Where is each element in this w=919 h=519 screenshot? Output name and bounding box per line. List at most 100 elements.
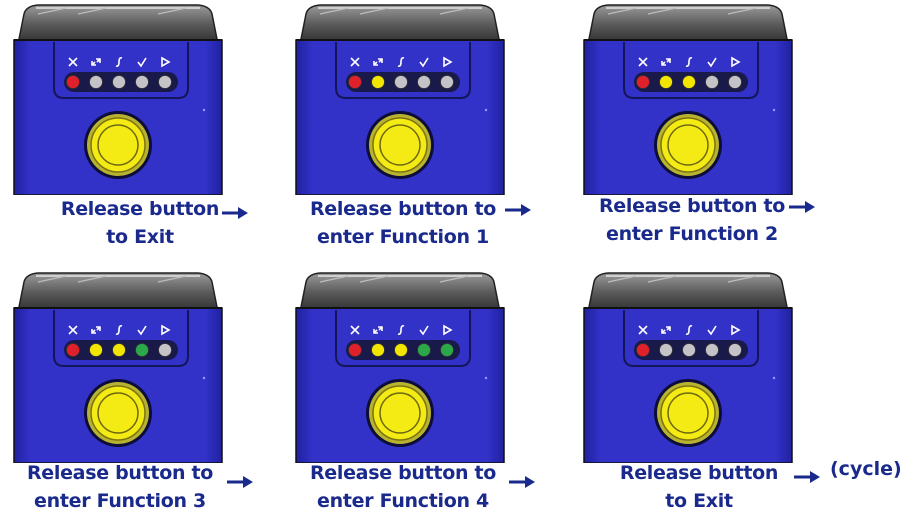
double-arrow-icon: [661, 58, 671, 66]
arrow-icon: [222, 207, 248, 219]
arrow-icon: [794, 471, 820, 483]
play-triangle-icon: [443, 56, 453, 68]
led-indicator-off: [158, 75, 172, 89]
check-icon: [419, 325, 429, 336]
device-illustration: [583, 4, 793, 195]
push-button: [654, 379, 722, 447]
led-indicator-yellow: [682, 75, 696, 89]
play-triangle-icon: [161, 324, 171, 336]
led-indicator-off: [728, 343, 742, 357]
led-indicator-red: [348, 343, 362, 357]
integral-icon: [397, 325, 405, 335]
led-indicator-yellow: [89, 343, 103, 357]
device-panel-6: [578, 268, 798, 463]
led-indicator-green: [135, 343, 149, 357]
led-indicator-off: [705, 343, 719, 357]
led-indicator-green: [417, 343, 431, 357]
device-illustration: [295, 4, 505, 195]
integral-icon: [115, 57, 123, 67]
led-indicator-red: [636, 343, 650, 357]
step-caption-3: Release button to enter Function 2: [597, 192, 787, 248]
x-icon: [638, 325, 648, 335]
play-triangle-icon: [161, 56, 171, 68]
double-arrow-icon: [373, 326, 383, 334]
led-indicator-off: [682, 343, 696, 357]
cycle-label: (cycle): [830, 458, 902, 480]
x-icon: [68, 57, 78, 67]
double-arrow-icon: [91, 326, 101, 334]
caption-line: enter Function 1: [317, 226, 489, 248]
device-illustration: [13, 4, 223, 195]
double-arrow-icon: [661, 326, 671, 334]
led-indicator-red: [66, 343, 80, 357]
step-caption-4: Release button to enter Function 3: [25, 459, 215, 515]
caption-line: enter Function 3: [34, 490, 206, 512]
caption-line: Release button to: [598, 195, 786, 217]
led-indicator-red: [66, 75, 80, 89]
check-icon: [137, 57, 147, 68]
device-panel-5: [290, 268, 510, 463]
double-arrow-icon: [91, 58, 101, 66]
push-button: [366, 379, 434, 447]
led-indicator-off: [89, 75, 103, 89]
led-indicator-yellow: [659, 75, 673, 89]
push-button: [366, 111, 434, 179]
arrow-icon: [227, 476, 253, 488]
step-caption-5: Release button to enter Function 4: [308, 459, 498, 515]
led-indicator-yellow: [394, 343, 408, 357]
caption-line: enter Function 4: [317, 490, 489, 512]
step-caption-1: Release button to Exit: [55, 195, 225, 251]
led-indicator-off: [394, 75, 408, 89]
led-indicator-off: [135, 75, 149, 89]
x-icon: [68, 325, 78, 335]
integral-icon: [685, 325, 693, 335]
device-illustration: [295, 272, 505, 463]
push-button: [654, 111, 722, 179]
device-panel-3: [578, 0, 798, 195]
led-indicator-off: [417, 75, 431, 89]
led-indicator-off: [112, 75, 126, 89]
double-arrow-icon: [373, 58, 383, 66]
arrow-icon: [509, 476, 535, 488]
play-triangle-icon: [443, 324, 453, 336]
device-panel-2: [290, 0, 510, 195]
device-panel-1: [8, 0, 228, 195]
push-button: [84, 111, 152, 179]
play-triangle-icon: [731, 56, 741, 68]
caption-line: Release button: [60, 198, 220, 220]
led-indicator-yellow: [112, 343, 126, 357]
device-illustration: [583, 272, 793, 463]
x-icon: [638, 57, 648, 67]
device-illustration: [13, 272, 223, 463]
led-indicator-off: [440, 75, 454, 89]
caption-line: Release button to: [309, 462, 497, 484]
caption-line: to Exit: [106, 226, 174, 248]
check-icon: [137, 325, 147, 336]
check-icon: [707, 325, 717, 336]
device-panel-4: [8, 268, 228, 463]
arrow-icon: [789, 201, 815, 213]
play-triangle-icon: [731, 324, 741, 336]
step-caption-2: Release button to enter Function 1: [308, 195, 498, 251]
led-indicator-red: [348, 75, 362, 89]
led-indicator-off: [728, 75, 742, 89]
led-indicator-yellow: [371, 343, 385, 357]
x-icon: [350, 325, 360, 335]
integral-icon: [397, 57, 405, 67]
led-indicator-red: [636, 75, 650, 89]
integral-icon: [115, 325, 123, 335]
led-indicator-off: [705, 75, 719, 89]
integral-icon: [685, 57, 693, 67]
push-button: [84, 379, 152, 447]
led-indicator-off: [659, 343, 673, 357]
x-icon: [350, 57, 360, 67]
caption-line: Release button to: [26, 462, 214, 484]
check-icon: [419, 57, 429, 68]
led-indicator-off: [158, 343, 172, 357]
arrow-icon: [505, 204, 531, 216]
caption-line: Release button to: [309, 198, 497, 220]
led-indicator-green: [440, 343, 454, 357]
caption-line: enter Function 2: [606, 223, 778, 245]
check-icon: [707, 57, 717, 68]
